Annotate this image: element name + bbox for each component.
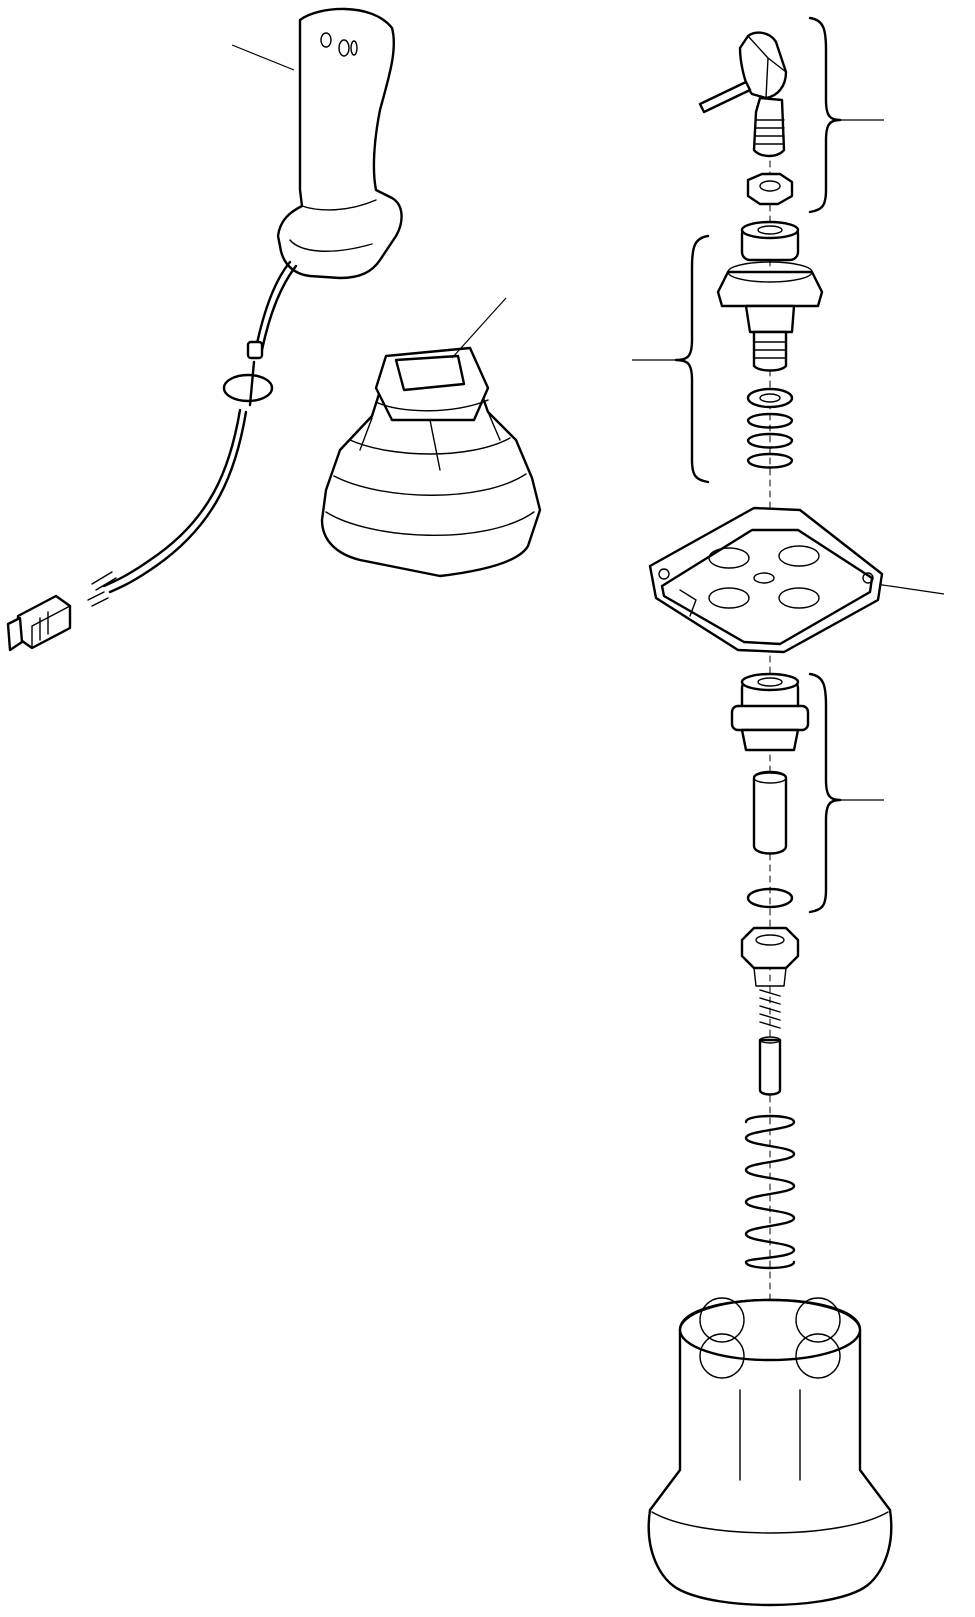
o-ring [746,887,794,909]
grip-callout-line [231,44,295,71]
stem-assembly [716,220,824,372]
guide-bush [730,672,810,752]
lever-pin [698,31,788,158]
push-rod [758,1036,782,1096]
bracket-top [808,16,842,214]
plate-callout-line [875,583,945,595]
rubber-boot [320,346,542,578]
return-spring [744,1114,796,1270]
connector-plug [6,594,72,652]
wiring-harness [87,260,298,607]
piston [752,770,788,855]
boot-callout-line [451,297,507,359]
bracket-lower [808,672,842,914]
bracket-middle [674,234,710,484]
valve-body [647,1297,893,1607]
washer-stack [746,387,794,469]
spring-seat [740,926,800,1029]
lock-nut [746,172,794,206]
plate [648,506,884,654]
joystick-grip [276,7,403,280]
